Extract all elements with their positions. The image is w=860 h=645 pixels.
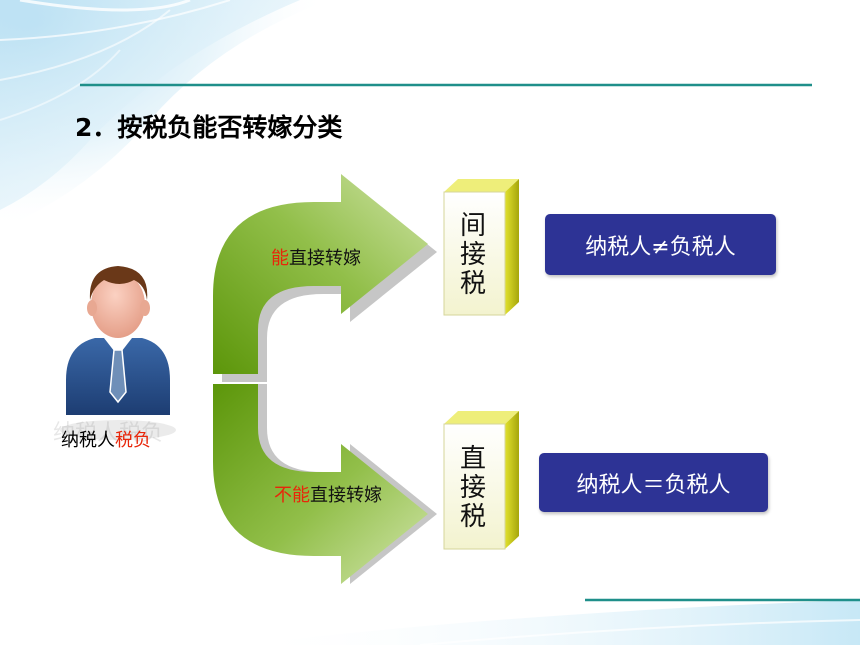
box-direct-tax — [443, 411, 519, 550]
bottom-branch-arrow — [213, 384, 437, 584]
person-caption-prefix: 纳税人 — [61, 430, 115, 451]
slide-title: 2．按税负能否转嫁分类 — [75, 113, 343, 142]
direct-tax-label: 直接税 — [459, 444, 486, 532]
top-branch-arrow — [213, 174, 437, 382]
bottom-arrow-label-highlight: 不能 — [274, 485, 310, 506]
top-arrow-label-rest: 直接转嫁 — [289, 248, 361, 269]
bottom-arrow-label-rest: 直接转嫁 — [310, 485, 382, 506]
box-indirect-tax — [443, 179, 519, 316]
person-caption-highlight: 税负 — [115, 430, 151, 451]
top-arrow-label-highlight: 能 — [271, 248, 289, 269]
indirect-tax-label: 间接税 — [459, 211, 486, 299]
relation-box-direct: 纳税人＝负税人 — [539, 453, 768, 512]
taxpayer-person-icon — [60, 266, 176, 440]
caption-reflection: 纳税人税负 — [53, 421, 163, 446]
person-caption: 纳税人税负 — [61, 426, 151, 452]
bottom-arrow-label: 不能直接转嫁 — [274, 481, 382, 507]
top-arrow-label: 能直接转嫁 — [271, 244, 361, 270]
relation-box-indirect: 纳税人≠负税人 — [545, 214, 776, 275]
